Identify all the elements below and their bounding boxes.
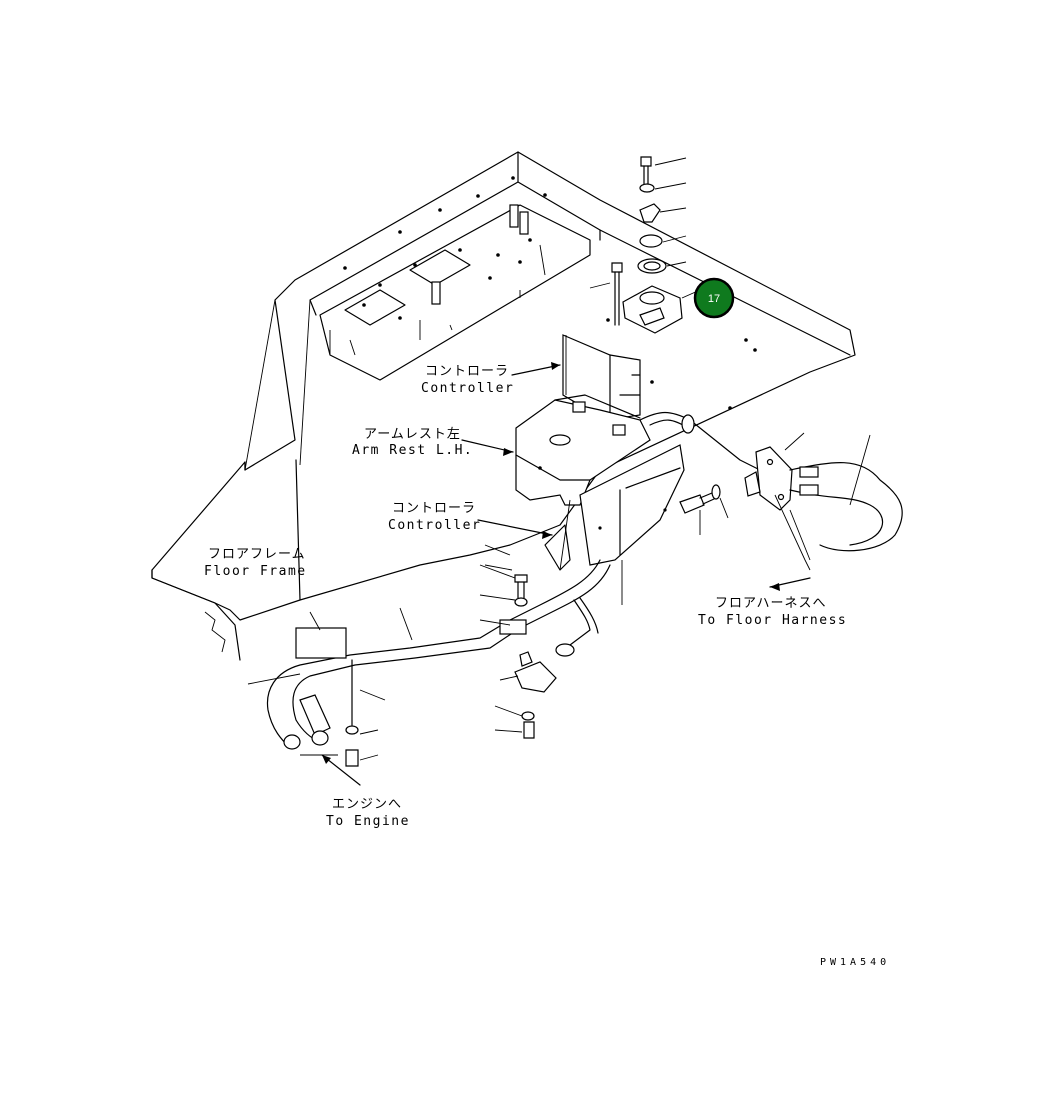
callout-17[interactable]: 17: [693, 277, 735, 319]
controller-upper-label-en: Controller: [421, 381, 514, 396]
floor-harness-label-en: To Floor Harness: [698, 613, 847, 628]
floor-harness-connector: [639, 411, 903, 571]
drawing-code: PW1A540: [820, 957, 890, 968]
controller-lower-label-jp: コントローラ: [392, 501, 476, 516]
controller-lower-label-en: Controller: [388, 518, 481, 533]
floor-harness-label-jp: フロアハーネスへ: [715, 596, 826, 611]
armrest-label-en: Arm Rest L.H.: [352, 443, 473, 458]
controller-upper: [562, 334, 641, 421]
seat-mount-stack: [589, 156, 701, 334]
engine-label-jp: エンジンへ: [332, 797, 402, 812]
controller-lower: [544, 444, 685, 605]
armrest-label-jp: アームレスト左: [364, 427, 461, 442]
arm-rest-lh: [515, 394, 651, 506]
floor-frame: [151, 151, 856, 661]
controller-upper-label-jp: コントローラ: [425, 364, 509, 379]
floor-frame-label-en: Floor Frame: [204, 564, 307, 579]
engine-harness: [247, 544, 611, 767]
label-leaders: [300, 362, 811, 786]
callout-number: 17: [708, 293, 720, 305]
floor-frame-label-jp: フロアフレーム: [208, 547, 306, 562]
engine-label-en: To Engine: [326, 814, 410, 829]
callout-circle[interactable]: [693, 277, 735, 319]
